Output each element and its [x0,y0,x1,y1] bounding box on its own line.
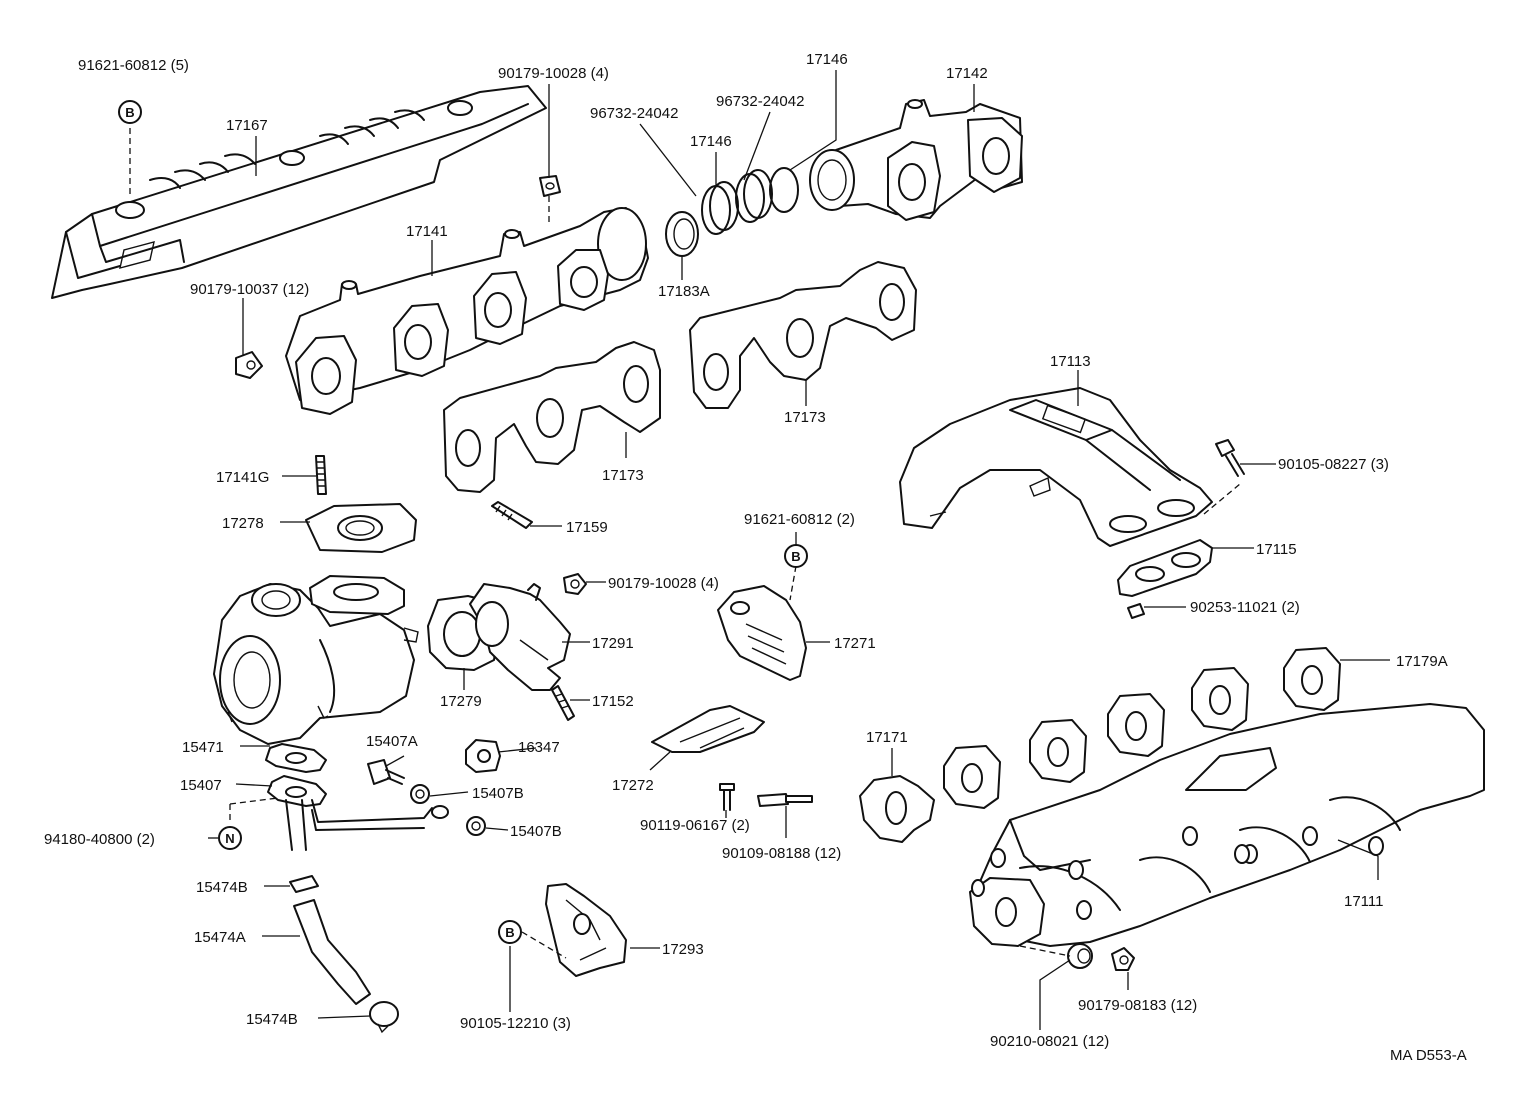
gasket-17173-upper [689,261,917,409]
pin-90253-11021 [1127,603,1145,619]
label-90119-06167-2[interactable]: 90119-06167 (2) [640,817,750,834]
label-96732-24042-b[interactable]: 96732-24042 [716,93,804,110]
label-96732-24042-a[interactable]: 96732-24042 [590,105,678,122]
turbo-elbow-17291 [469,583,571,691]
nut-90179-10028-mid [563,573,587,595]
oil-hose-15474a [293,899,371,1005]
leader-lines [129,70,1390,1030]
label-17152[interactable]: 17152 [592,693,634,710]
heat-insulator-17271 [717,585,807,681]
marker-b-top-left: B [118,100,142,124]
washer-90210-08021 [1067,943,1093,969]
label-15474b-upper[interactable]: 15474B [196,879,248,896]
hose-clamp-15474b-lower [369,1001,399,1034]
bolt-90105-08227 [1215,439,1245,477]
label-17279[interactable]: 17279 [440,693,482,710]
label-15474a[interactable]: 15474A [194,929,246,946]
label-17167[interactable]: 17167 [226,117,268,134]
label-17113[interactable]: 17113 [1050,353,1091,370]
label-17293[interactable]: 17293 [662,941,704,958]
exhaust-manifold-17111 [969,703,1485,947]
label-17159[interactable]: 17159 [566,519,608,536]
label-17141[interactable]: 17141 [406,223,448,240]
label-15407b-lower[interactable]: 15407B [510,823,562,840]
stud-90109-08188 [757,793,813,807]
label-90109-08188-12[interactable]: 90109-08188 (12) [722,845,841,862]
gasket-17115 [1117,539,1213,597]
label-17146-top[interactable]: 17146 [806,51,848,68]
label-90179-08183-12[interactable]: 90179-08183 (12) [1078,997,1197,1014]
label-91621-60812-5[interactable]: 91621-60812 (5) [78,57,189,74]
label-17183a[interactable]: 17183A [658,283,710,300]
turbocharger [213,575,419,745]
label-91621-60812-2[interactable]: 91621-60812 (2) [744,511,855,528]
gasket-17173-lower [443,341,661,493]
label-15474b-lower[interactable]: 15474B [246,1011,298,1028]
gasket-15407b-upper [410,784,430,804]
seal-rings-17146 [701,167,799,235]
label-17173-right[interactable]: 17173 [784,409,826,426]
nut-90179-08183 [1111,947,1135,971]
seal-ring-17183a [665,211,699,257]
union-bolt-15407a [367,759,405,785]
svg-text:B: B [125,105,134,120]
label-17171[interactable]: 17171 [866,729,908,746]
label-17278[interactable]: 17278 [222,515,264,532]
gaskets-17179a [943,647,1341,809]
stud-17141g [315,455,327,495]
exhaust-manifold-17141 [285,207,649,415]
diagram-code: MA D553-A [1390,1047,1467,1064]
label-90105-08227-3[interactable]: 90105-08227 (3) [1278,456,1389,473]
label-90179-10028-4-top[interactable]: 90179-10028 (4) [498,65,609,82]
svg-text:N: N [225,831,234,846]
stud-17159 [491,501,533,529]
gasket-15471 [265,743,327,773]
label-17142[interactable]: 17142 [946,65,988,82]
label-17141g[interactable]: 17141G [216,469,269,486]
bolt-90119-06167 [719,783,735,811]
label-15407b-upper[interactable]: 15407B [472,785,524,802]
label-15471[interactable]: 15471 [182,739,224,756]
gasket-16347 [465,739,501,773]
oil-pipe [285,799,449,851]
label-17179a[interactable]: 17179A [1396,653,1448,670]
marker-b-bottom: B [498,920,522,944]
label-16347[interactable]: 16347 [518,739,560,756]
label-15407[interactable]: 15407 [180,777,222,794]
svg-text:B: B [791,549,800,564]
label-17111[interactable]: 17111 [1344,893,1384,910]
svg-text:B: B [505,925,514,940]
label-17173-left[interactable]: 17173 [602,467,644,484]
label-90179-10028-4-mid[interactable]: 90179-10028 (4) [608,575,719,592]
label-17291[interactable]: 17291 [592,635,634,652]
nut-90179-10028-top [539,175,561,197]
part-number-labels: 91621-60812 (5) 90179-10028 (4) 96732-24… [44,51,1467,1064]
label-90105-12210-3[interactable]: 90105-12210 (3) [460,1015,571,1032]
label-17146-mid[interactable]: 17146 [690,133,732,150]
label-90179-10037-12[interactable]: 90179-10037 (12) [190,281,309,298]
gasket-15407b-lower [466,816,486,836]
gasket-15407 [267,775,327,807]
stud-17152 [551,685,575,721]
label-17272[interactable]: 17272 [612,777,654,794]
gasket-17171 [859,775,935,843]
label-90253-11021-2[interactable]: 90253-11021 (2) [1190,599,1300,616]
label-17115[interactable]: 17115 [1256,541,1297,558]
marker-b-center: B [784,544,808,568]
hose-clamp-15474b-upper [289,875,319,893]
heat-insulator-17272 [651,705,765,753]
marker-n: N [218,826,242,850]
label-94180-40800-2[interactable]: 94180-40800 (2) [44,831,155,848]
label-15407a[interactable]: 15407A [366,733,418,750]
exhaust-manifold-17142 [809,99,1023,221]
label-90210-08021-12[interactable]: 90210-08021 (12) [990,1033,1109,1050]
heat-insulator-17167 [51,85,547,299]
nut-90179-10037 [235,351,263,379]
label-17271[interactable]: 17271 [834,635,876,652]
gasket-17278 [305,503,417,553]
bracket-17293 [545,883,627,977]
intake-pipe-17113 [899,387,1213,547]
